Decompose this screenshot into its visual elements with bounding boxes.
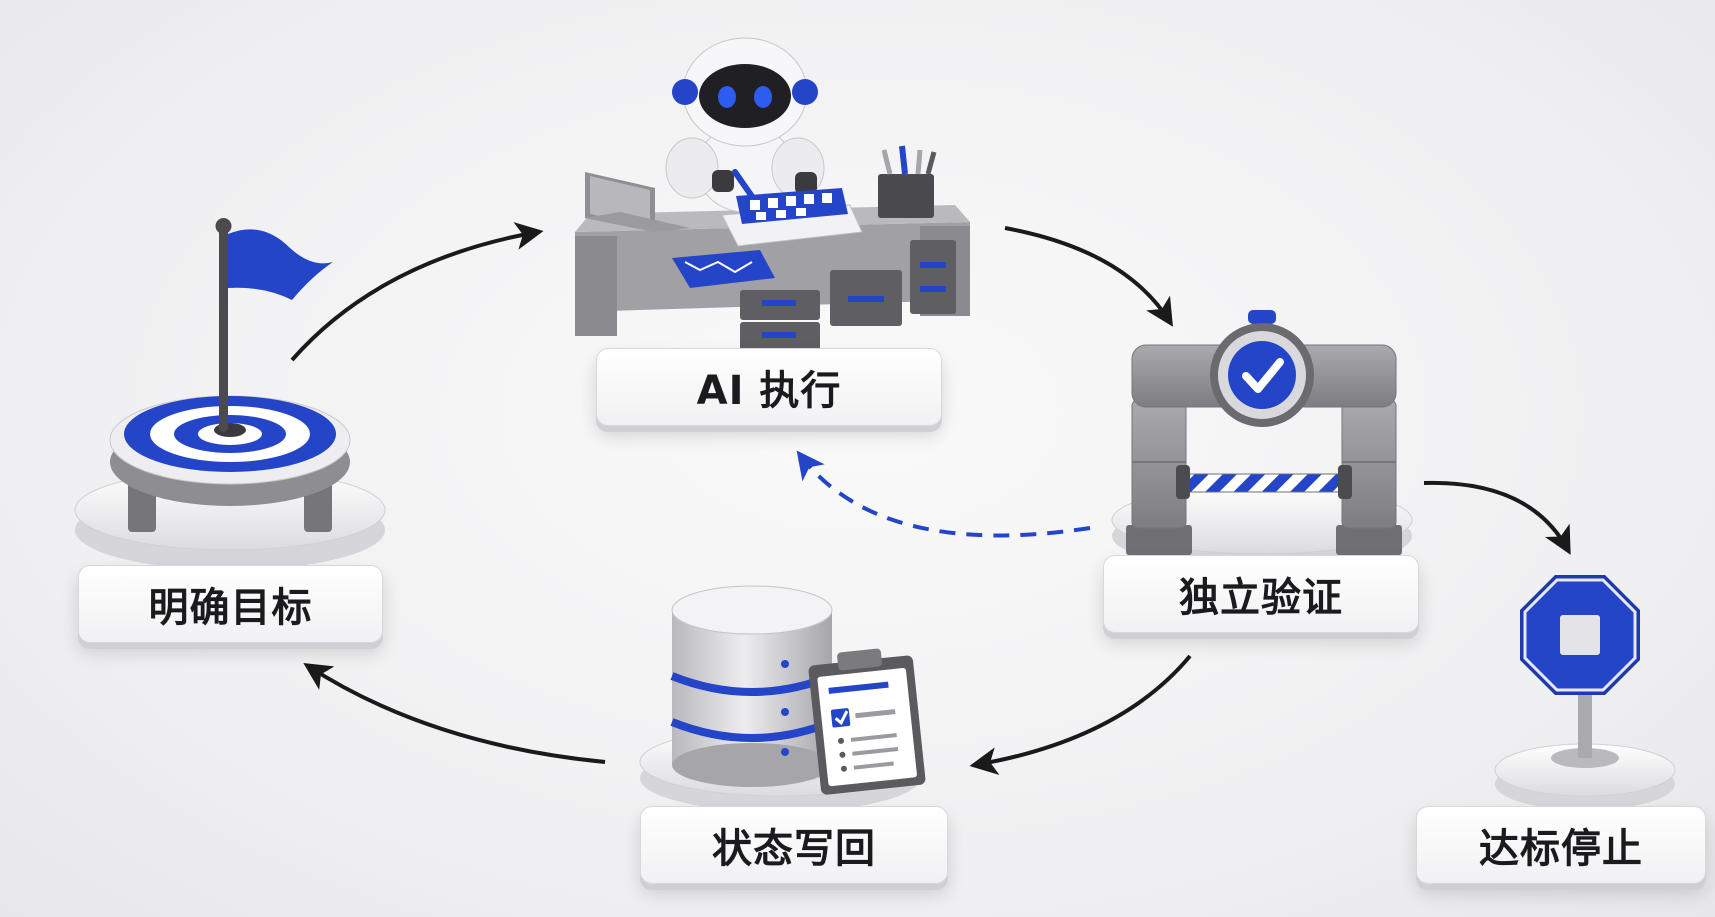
arrow-verify-to-stop: [1423, 480, 1571, 555]
node-label-verify: 独立验证: [1103, 555, 1419, 633]
arrow-write-to-goal: [303, 662, 606, 764]
write-label-text: 状态写回: [712, 826, 876, 872]
connector-arrows: [290, 222, 1571, 775]
target-flag-icon: [74, 218, 386, 570]
database-clipboard-icon: [639, 585, 926, 812]
arrow-goal-to-exec: [290, 222, 544, 362]
arrow-verify-to-write: [969, 654, 1192, 775]
node-label-goal: 明确目标: [78, 565, 383, 643]
dashed-arrow-verify-to-exec: [796, 450, 1091, 538]
stop-sign-icon: [1494, 575, 1676, 810]
robot-workbench-icon: [575, 37, 970, 350]
goal-label-text: 明确目标: [148, 585, 313, 631]
checkpoint-gate-icon: [1111, 310, 1413, 570]
node-label-write: 状态写回: [640, 806, 948, 884]
verify-label-text: 独立验证: [1179, 575, 1343, 621]
node-label-stop: 达标停止: [1416, 806, 1706, 884]
arrow-exec-to-verify: [1004, 226, 1173, 327]
exec-label-text: AI 执行: [696, 368, 842, 414]
stop-label-text: 达标停止: [1479, 826, 1643, 872]
node-label-exec: AI 执行: [596, 348, 942, 426]
